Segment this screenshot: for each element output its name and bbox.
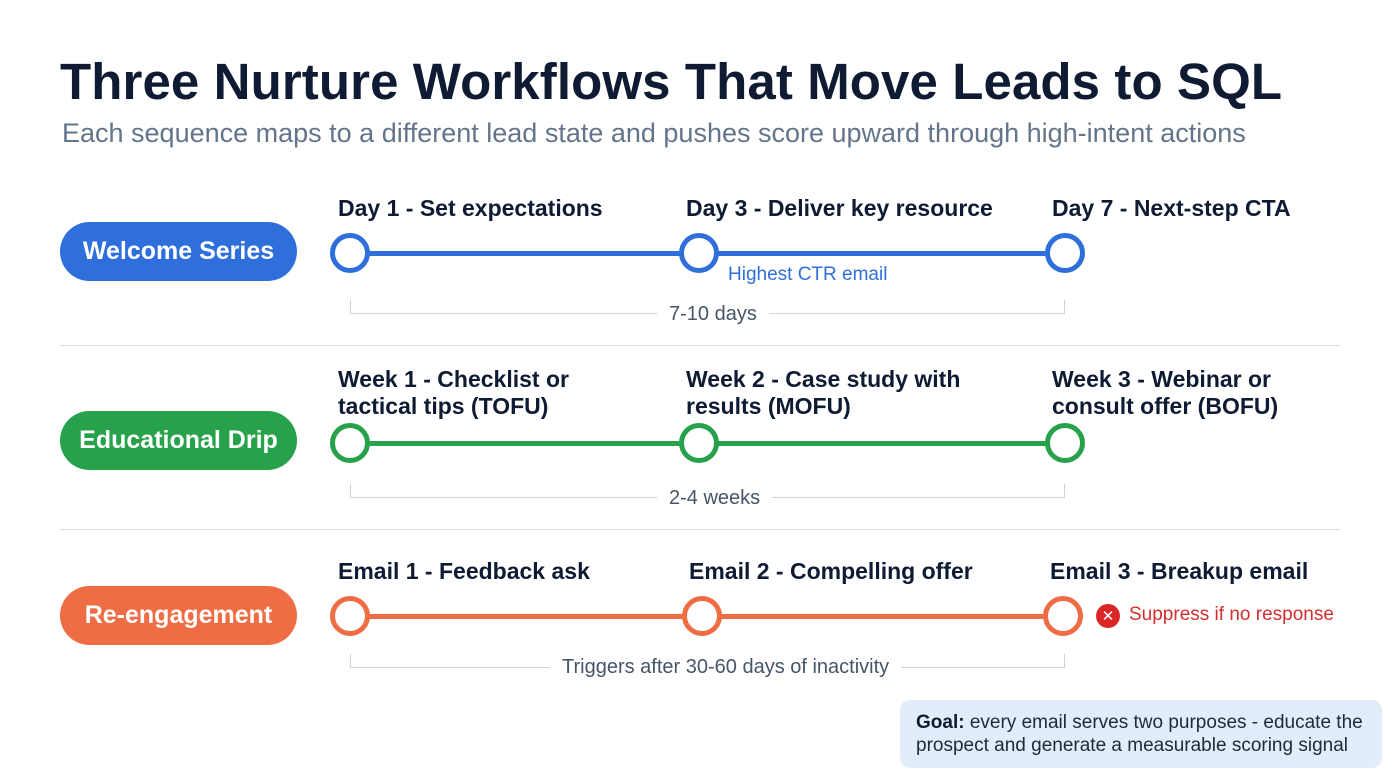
step-email-2: Email 2 - Compelling offer [689,558,973,584]
timeline-node [330,233,370,273]
goal-text: every email serves two purposes - educat… [969,712,1363,733]
goal-callout: Goal: every email serves two purposes - … [900,700,1382,768]
step-email-3: Email 3 - Breakup email [1050,558,1309,584]
workflow-pill-re-engagement: Re-engagement [60,586,297,645]
timeline-node [330,423,370,463]
highest-ctr-note: Highest CTR email [728,264,888,285]
page-subtitle: Each sequence maps to a different lead s… [62,118,1246,148]
page-title: Three Nurture Workflows That Move Leads … [60,53,1283,110]
step-day-7: Day 7 - Next-step CTA [1052,195,1291,221]
duration-label-educational: 2-4 weeks [657,487,773,510]
duration-label-reengagement: Triggers after 30-60 days of inactivity [550,656,902,679]
workflow-pill-welcome-series: Welcome Series [60,222,297,281]
close-circle-icon: ✕ [1096,604,1120,628]
duration-label-welcome: 7-10 days [657,303,769,326]
workflow-pill-educational-drip: Educational Drip [60,411,297,470]
step-day-3: Day 3 - Deliver key resource [686,195,993,221]
goal-text-2: prospect and generate a measurable scori… [916,735,1348,756]
row-divider [60,345,1340,346]
step-email-1: Email 1 - Feedback ask [338,558,590,584]
timeline-node [1043,596,1083,636]
timeline-node [682,596,722,636]
suppress-note: Suppress if no response [1129,604,1334,625]
timeline-node [679,423,719,463]
timeline-node [330,596,370,636]
timeline-node [1045,423,1085,463]
timeline-node [679,233,719,273]
timeline-node [1045,233,1085,273]
step-day-1: Day 1 - Set expectations [338,195,603,221]
row-divider [60,529,1340,530]
goal-label: Goal: [916,712,965,733]
